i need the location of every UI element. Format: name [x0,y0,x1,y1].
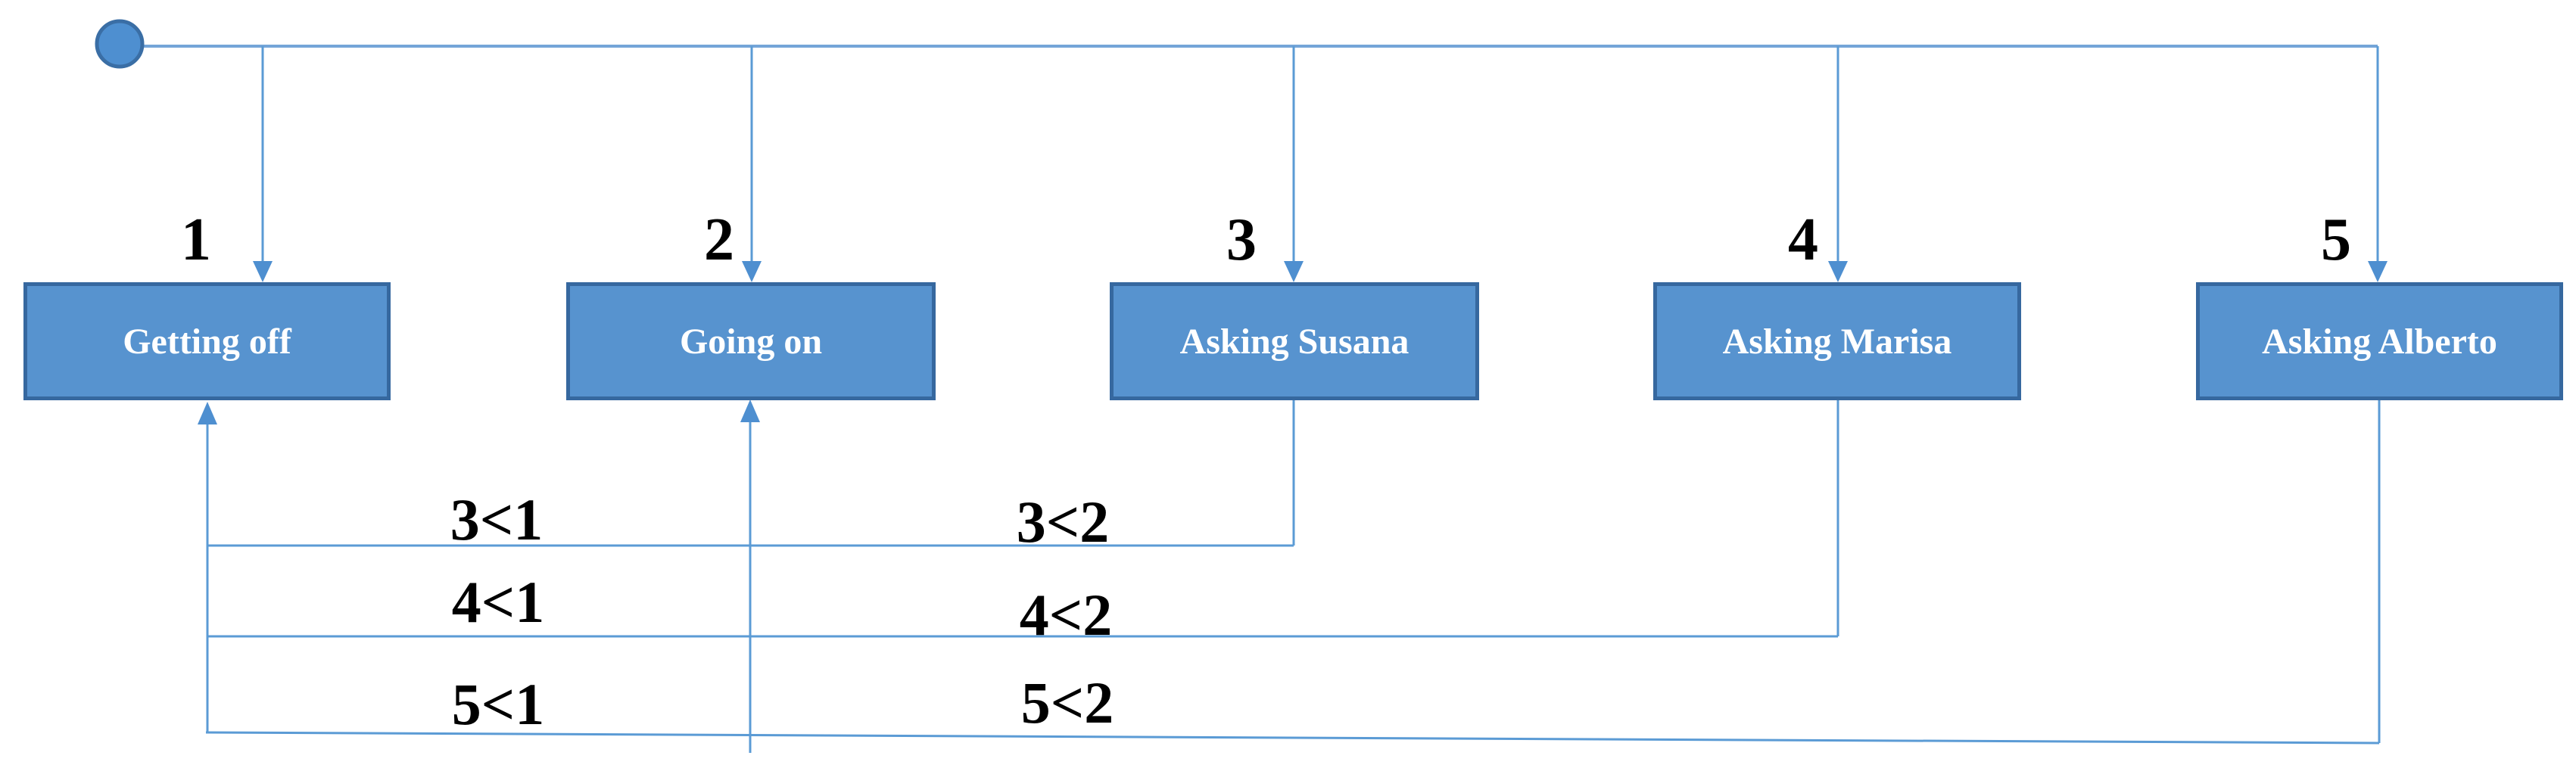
state-number-4: 4 [1788,207,1818,273]
transition-label-5-before-2: 5<2 [1020,670,1114,735]
transition-label-4-before-2: 4<2 [1019,582,1113,648]
arrow-down-icon [742,261,762,282]
state-box-asking-alberto: Asking Alberto [2196,282,2563,400]
state-box-getting-off: Getting off [23,282,391,400]
state-box-asking-susana: Asking Susana [1110,282,1479,400]
state-number-2: 2 [704,207,734,273]
transition-label-3-before-2: 3<2 [1016,489,1110,555]
state-number-5: 5 [2321,207,2351,273]
arrow-down-icon [253,261,273,282]
transition-label-4-before-1: 4<1 [451,569,545,635]
feedback-rail-from-5 [205,731,2380,745]
arrow-down-icon [1284,261,1304,282]
state-label: Asking Marisa [1722,321,1952,362]
state-box-going-on: Going on [566,282,936,400]
state-label: Going on [679,321,823,362]
state-label: Asking Susana [1179,321,1409,362]
state-number-3: 3 [1226,207,1257,273]
arrow-down-icon [2368,261,2388,282]
initial-state-icon [95,19,145,69]
arrow-up-icon [740,400,760,422]
arrow-down-icon [1828,261,1848,282]
state-box-asking-marisa: Asking Marisa [1653,282,2021,400]
state-number-1: 1 [181,207,211,273]
state-label: Asking Alberto [2262,321,2497,362]
transition-label-3-before-1: 3<1 [450,487,544,552]
arrow-up-icon [198,402,217,424]
transition-label-5-before-1: 5<1 [451,671,545,737]
state-label: Getting off [123,321,291,362]
